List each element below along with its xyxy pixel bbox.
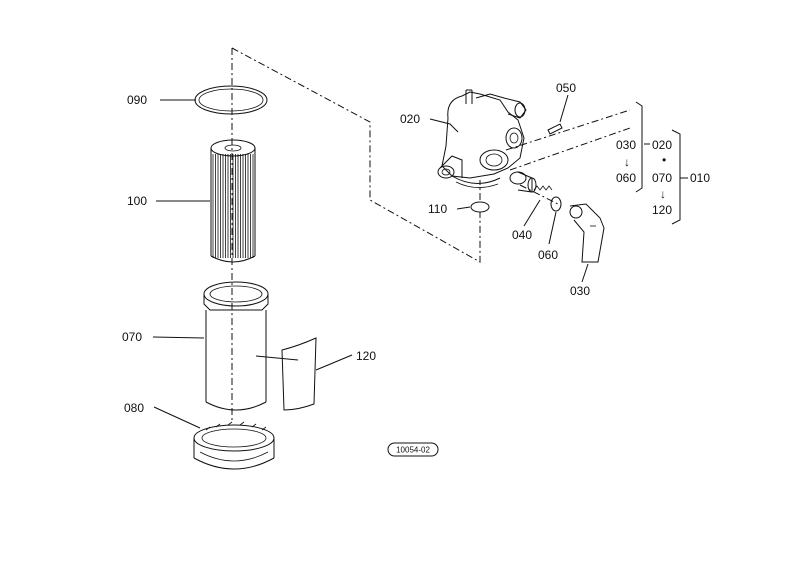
- tree-070: 070: [652, 171, 672, 185]
- tree-arrow-2: ↓: [660, 187, 666, 201]
- washer-part-060: [550, 196, 562, 212]
- callout-120: 120: [356, 349, 376, 363]
- callout-070: 070: [122, 330, 142, 344]
- screw-part-050: [547, 123, 563, 135]
- retaining-nut-part-080: [193, 421, 275, 470]
- label-sheet-part-120: [281, 337, 317, 411]
- assembly-tree-brackets: [635, 101, 688, 225]
- filter-head-part-020: [437, 89, 527, 188]
- lever-part-030: [569, 203, 605, 263]
- tree-060: 060: [616, 171, 636, 185]
- callout-100: 100: [127, 194, 147, 208]
- tree-010: 010: [690, 171, 710, 185]
- filter-element-part-100: [210, 139, 256, 263]
- tree-arrow-1: ↓: [624, 155, 630, 169]
- o-ring-part-090: [194, 85, 268, 115]
- callout-080: 080: [124, 401, 144, 415]
- assembly-center-lines: [231, 47, 631, 420]
- tree-020: 020: [652, 138, 672, 152]
- figure-code-badge: 10054-02: [387, 442, 439, 457]
- tree-120: 120: [652, 203, 672, 217]
- callout-030: 030: [570, 284, 590, 298]
- callout-020: 020: [400, 112, 420, 126]
- valve-plug-part-040: [509, 171, 553, 193]
- callout-110: 110: [428, 202, 447, 216]
- callout-050: 050: [556, 81, 576, 95]
- figure-code-text: 10054-02: [396, 446, 430, 455]
- filter-bowl-part-070: [203, 281, 269, 411]
- assembly-tree: 030 020 ↓ • 060 070 010 ↓ 120: [616, 138, 710, 217]
- callout-090: 090: [127, 93, 147, 107]
- callout-labels: 090 100 070 080 120 020 050 110 040 060 …: [122, 81, 590, 415]
- tree-dot: •: [662, 153, 666, 167]
- tree-030: 030: [616, 138, 636, 152]
- o-ring-part-110: [470, 201, 490, 213]
- leader-lines: [152, 94, 589, 429]
- callout-040: 040: [512, 228, 532, 242]
- callout-060: 060: [538, 248, 558, 262]
